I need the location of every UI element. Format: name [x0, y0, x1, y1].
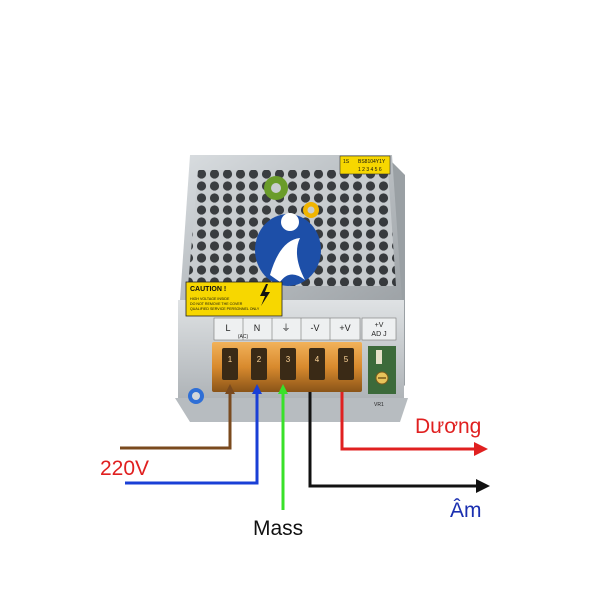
- terminal-number-1: 1: [228, 355, 233, 364]
- spec-line-3: 1 2 3 4 5 6: [358, 167, 382, 173]
- terminal-label-n: N: [254, 323, 261, 333]
- terminal-label-ground-icon: ⏚: [281, 323, 290, 333]
- ground-wire-arrowhead: [278, 384, 288, 394]
- adjust-label-top: +V: [375, 322, 384, 329]
- brand-logo: [255, 176, 321, 286]
- terminal-label-negative: -V: [311, 323, 320, 333]
- positive-wire-arrowhead: [474, 442, 488, 456]
- terminal-label-ac: (AC): [238, 334, 249, 340]
- neutral-wire: [125, 392, 259, 485]
- power-supply-unit: 1S BS8104Y1Y 1 2 3 4 5 6 CAUTION ! HIGH …: [175, 155, 408, 422]
- adjust-label-box: [361, 317, 397, 341]
- terminal-label-strip: [213, 317, 361, 341]
- live-wire: [120, 392, 232, 450]
- live-wire-arrowhead: [225, 384, 235, 394]
- caution-line-2: DO NOT REMOVE THE COVER: [190, 302, 243, 306]
- adjust-label-bottom: AD J: [371, 331, 386, 338]
- screw-head: [192, 392, 200, 400]
- ac-input-label: 220V: [100, 457, 149, 480]
- wiring: [120, 384, 490, 510]
- terminal-label-l: L: [225, 323, 230, 333]
- caution-title: CAUTION !: [190, 286, 226, 293]
- terminal-number-4: 4: [315, 355, 320, 364]
- caution-line-1: HIGH VOLTAGE INSIDE: [190, 297, 230, 301]
- neutral-wire-arrowhead: [252, 384, 262, 394]
- vr-label: VR1: [374, 402, 384, 408]
- caution-line-3: QUALIFIED SERVICE PERSONNEL ONLY: [190, 307, 260, 311]
- positive-output-label: Dương: [415, 415, 481, 438]
- high-voltage-icon: [260, 284, 270, 306]
- terminal-number-5: 5: [344, 355, 349, 364]
- spec-line-1: 1S: [343, 159, 350, 165]
- spec-line-2: BS8104Y1Y: [358, 159, 386, 165]
- caution-sticker: [185, 281, 283, 317]
- case-bottom-plate: [175, 398, 408, 422]
- terminal-number-2: 2: [257, 355, 262, 364]
- ground-label: Mass: [253, 517, 303, 540]
- negative-wire-arrowhead: [476, 479, 490, 493]
- component-resistor: [376, 350, 382, 364]
- terminal-label-positive: +V: [339, 323, 350, 333]
- positive-wire: [340, 392, 474, 451]
- terminal-number-3: 3: [286, 355, 291, 364]
- spec-sticker: [339, 155, 391, 175]
- negative-wire: [308, 392, 478, 488]
- terminal-screws: [222, 348, 354, 380]
- negative-output-label: Âm: [450, 499, 482, 522]
